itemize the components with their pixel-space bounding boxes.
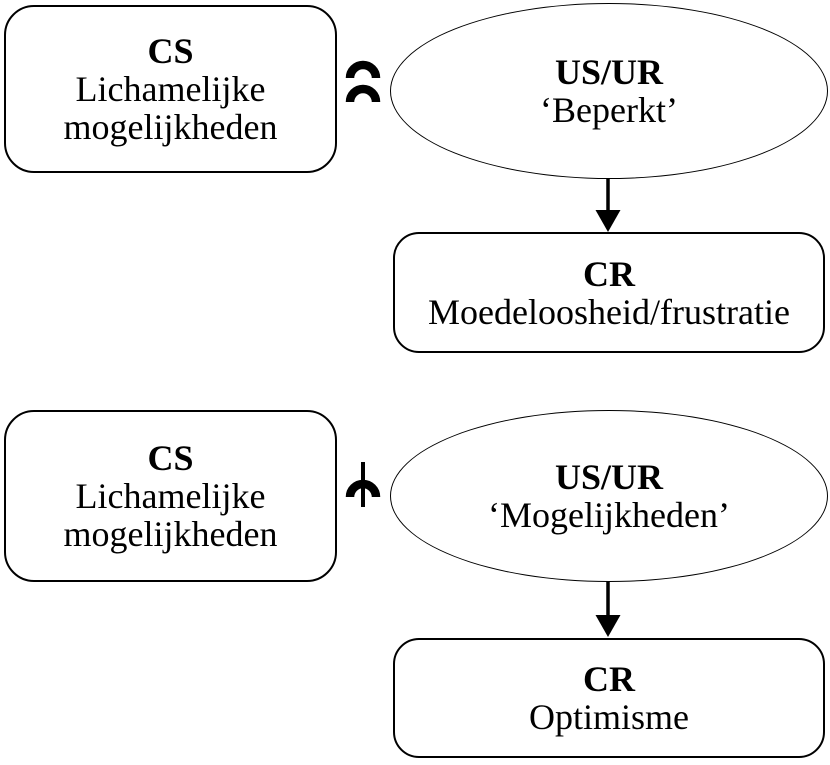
cr-description: Moedeloosheid/frustratie — [428, 291, 790, 332]
us-ur-label: US/UR — [554, 52, 664, 92]
cs-label: CS — [147, 31, 194, 71]
cs-box-top: CS Lichamelijke mogelijkheden — [4, 5, 337, 173]
cs-description: Lichamelijke mogelijkheden — [63, 69, 278, 147]
cr-box-bottom: CR Optimisme — [393, 638, 825, 758]
us-ur-ellipse-bottom: US/UR ‘Mogelijkheden’ — [390, 410, 828, 582]
double-arc-icon — [345, 59, 381, 106]
arc-with-line-icon — [345, 461, 381, 509]
us-ur-label: US/UR — [554, 457, 664, 497]
us-ur-description: ‘Mogelijkheden’ — [488, 495, 730, 535]
cs-description: Lichamelijke mogelijkheden — [63, 476, 278, 554]
down-arrow-icon — [593, 177, 623, 233]
us-ur-ellipse-top: US/UR ‘Beperkt’ — [390, 3, 828, 179]
down-arrow-icon — [593, 580, 623, 638]
cs-label: CS — [147, 438, 194, 478]
cr-label: CR — [583, 253, 635, 294]
cs-box-bottom: CS Lichamelijke mogelijkheden — [4, 410, 337, 582]
us-ur-description: ‘Beperkt’ — [540, 90, 678, 130]
cr-description: Optimisme — [529, 697, 689, 737]
cr-box-top: CR Moedeloosheid/frustratie — [393, 232, 825, 353]
cr-label: CR — [583, 659, 635, 699]
